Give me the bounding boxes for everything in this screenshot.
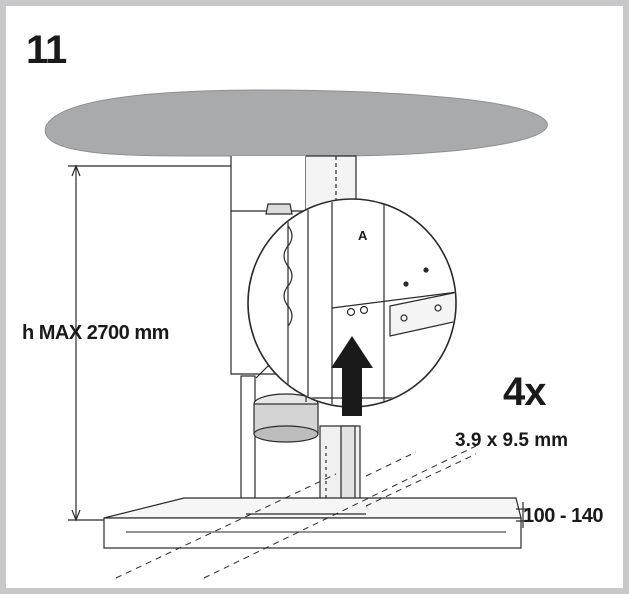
up-arrow-icon xyxy=(331,336,373,416)
screw-size-label: 3.9 x 9.5 mm xyxy=(455,430,569,451)
screw-guide-lines xyxy=(115,445,477,579)
detail-magnifier: A xyxy=(247,198,457,408)
hood-installation-diagram: A xyxy=(44,89,548,579)
detail-letter: A xyxy=(358,228,368,243)
gap-label: 100 - 140 xyxy=(523,505,604,527)
screw-quantity-label: 4x xyxy=(503,370,546,414)
hood-canopy xyxy=(103,497,522,549)
instruction-frame: A 11 h MAX 2700 mm 4x 3.9 x 9.5 mm 100 -… xyxy=(6,6,623,588)
ceiling-shape xyxy=(44,89,548,157)
height-dimension-line xyxy=(68,164,236,522)
gap-dimension-line xyxy=(516,502,530,528)
height-max-label: h MAX 2700 mm xyxy=(22,322,169,344)
step-number: 11 xyxy=(26,28,67,72)
